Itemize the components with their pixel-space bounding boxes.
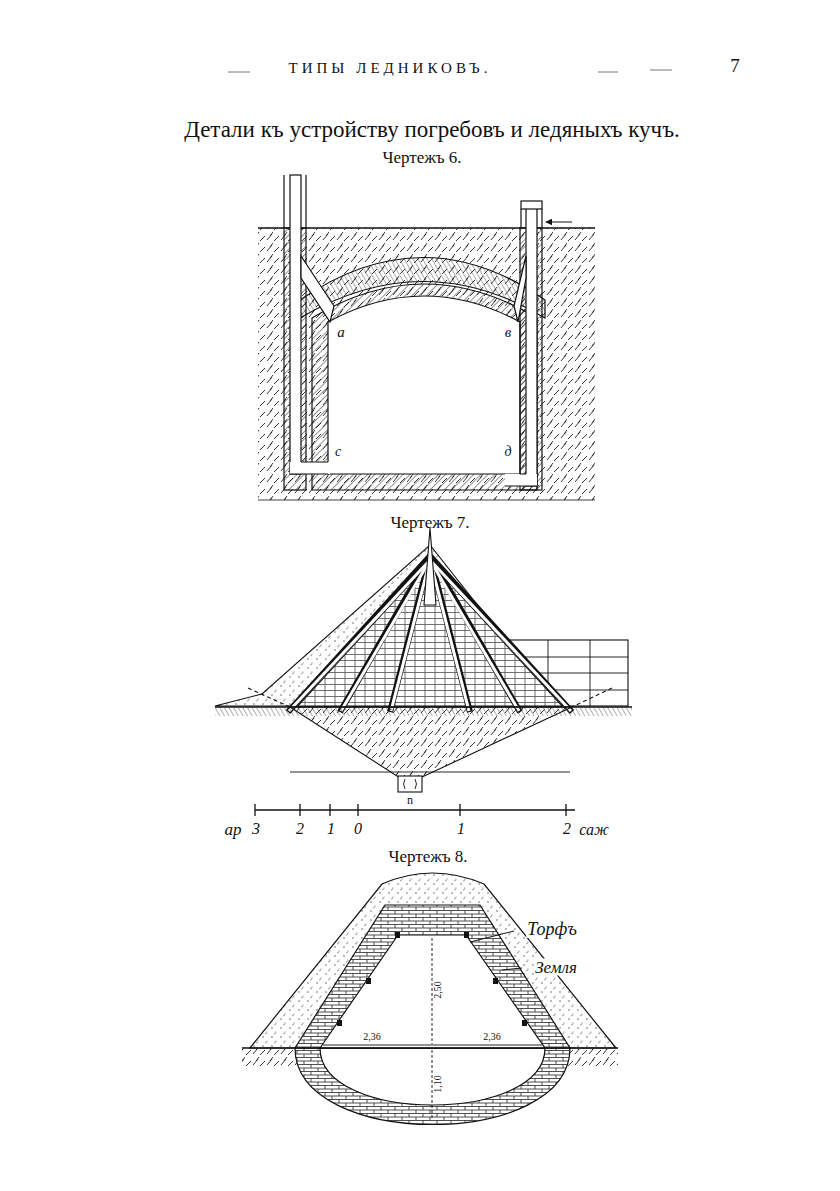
page-title: Детали къ устройству погребовъ и ледяных… (184, 118, 680, 141)
point-letter: n (406, 794, 414, 806)
dimension: 2,50 (433, 980, 443, 1000)
scale-unit: саж (579, 822, 609, 838)
vent-spire (424, 528, 436, 605)
scale-number: 3 (252, 821, 260, 837)
scale-number: 1 (457, 821, 465, 837)
earth-fill (258, 228, 595, 500)
point-letter: д (504, 445, 511, 459)
dimension-lines (323, 938, 542, 1118)
ice-cellar-section (242, 873, 618, 1125)
cavity (320, 935, 545, 1048)
scale-number: 1 (327, 821, 335, 837)
scale-unit: ар (225, 821, 242, 838)
page-number: 7 (730, 56, 740, 75)
earth-cover (250, 873, 616, 1048)
figure-caption: Чертежъ 8. (388, 848, 467, 865)
dimension: 1,10 (433, 1074, 443, 1094)
running-header: ТИПЫ ЛЕДНИКОВЪ. (289, 61, 492, 76)
vent-pipe (290, 175, 301, 474)
bowl-lining (295, 1048, 570, 1125)
dimension: 2,36 (362, 1032, 382, 1042)
ground-line (215, 706, 632, 708)
material-label: Торфъ (526, 920, 577, 938)
cellar-section (258, 175, 595, 500)
point-letter: a (337, 325, 345, 340)
scale-number: 2 (563, 821, 571, 837)
leader-lines (470, 931, 522, 970)
cellar-space (328, 296, 520, 474)
scale-number: 0 (354, 821, 362, 837)
ground-line (242, 1047, 618, 1048)
figure-caption: Чертежъ 7. (390, 514, 469, 531)
vent-branch (514, 256, 526, 322)
material-label: Земля (534, 959, 578, 976)
vent-branch (301, 256, 334, 322)
dimension: 2,36 (482, 1032, 502, 1042)
drain-box (398, 776, 422, 792)
figure-caption: Чертежъ 6. (382, 149, 461, 166)
vent-pipe (526, 205, 537, 486)
pit (290, 707, 572, 778)
cellar-wall (312, 284, 537, 490)
scale-number: 2 (296, 821, 304, 837)
point-letter: в (505, 325, 512, 340)
ice-heap (215, 528, 632, 792)
scale-bar (255, 804, 575, 816)
air-arrow (546, 222, 572, 223)
point-letter: c (335, 445, 341, 459)
